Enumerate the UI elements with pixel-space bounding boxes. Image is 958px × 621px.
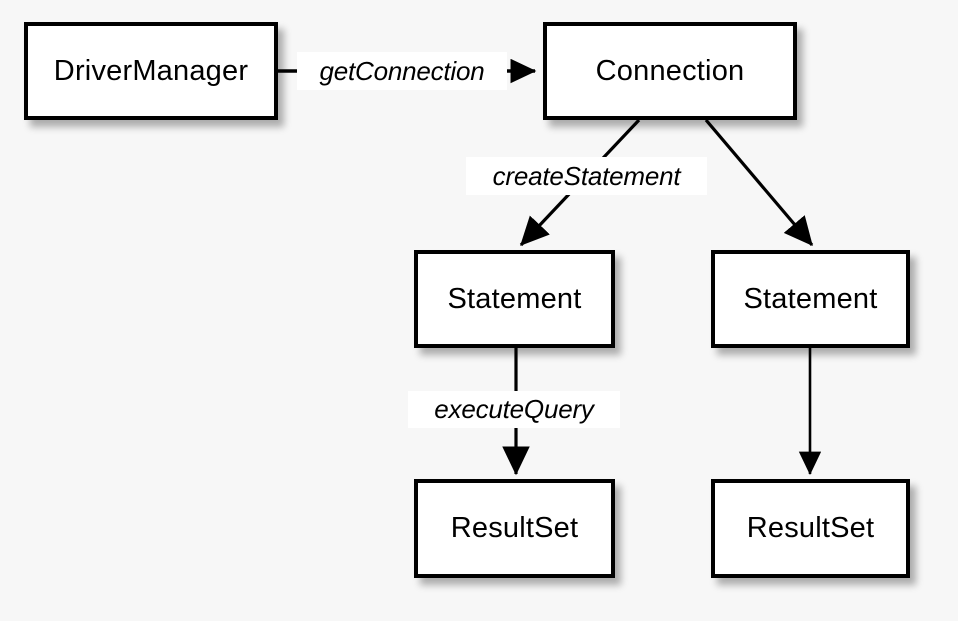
node-statement-left[interactable]: Statement [414,250,615,348]
node-statement-left-label: Statement [447,282,582,315]
node-resultset-left[interactable]: ResultSet [414,479,615,578]
edge-create-statement-right-line [704,118,814,247]
node-connection-label: Connection [595,54,745,87]
node-statement-right-label: Statement [743,282,878,315]
node-driver-manager[interactable]: DriverManager [24,22,278,120]
node-driver-manager-label: DriverManager [53,54,249,87]
edge-label-create-statement: createStatement [466,157,707,195]
node-connection[interactable]: Connection [543,22,797,120]
node-resultset-left-label: ResultSet [450,512,579,544]
node-resultset-right-label: ResultSet [746,512,875,544]
edge-label-get-connection: getConnection [297,52,507,90]
node-statement-right[interactable]: Statement [711,250,910,348]
edge-label-execute-query: executeQuery [408,391,620,428]
node-resultset-right[interactable]: ResultSet [711,479,910,578]
